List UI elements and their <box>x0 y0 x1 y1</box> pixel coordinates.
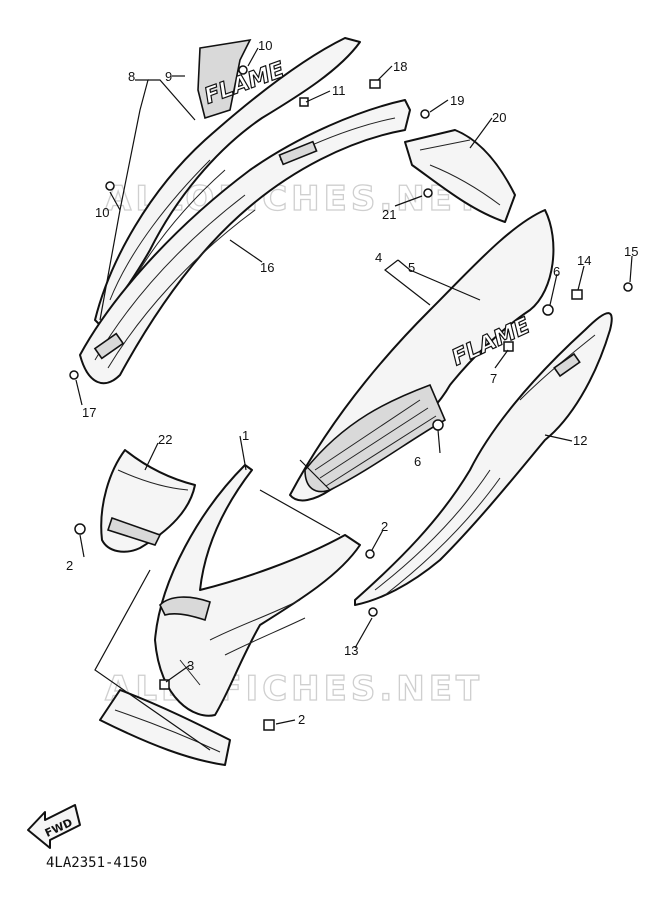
callout-2b: 2 <box>381 519 388 534</box>
callout-14: 14 <box>577 253 591 268</box>
callout-16: 16 <box>260 260 274 275</box>
nut-11 <box>299 97 309 107</box>
diagram-code: 4LA2351-4150 <box>46 855 147 871</box>
screw-17 <box>69 370 79 380</box>
left-side-cover <box>79 99 411 385</box>
callout-7: 7 <box>490 371 497 386</box>
clip-18 <box>369 79 381 89</box>
callout-15: 15 <box>624 244 638 259</box>
screw-2b <box>365 549 375 559</box>
callout-4: 4 <box>375 250 382 265</box>
callout-6b: 6 <box>414 454 421 469</box>
screw-21 <box>423 188 433 198</box>
right-side-cover <box>354 312 613 606</box>
callout-12: 12 <box>573 433 587 448</box>
callout-20: 20 <box>492 110 506 125</box>
callout-3: 3 <box>187 658 194 673</box>
fwd-arrow-icon <box>27 804 81 849</box>
callout-2a: 2 <box>66 558 73 573</box>
grommet-6b <box>432 419 444 431</box>
screw-10b <box>105 181 115 191</box>
callout-labels: 1 2 2 2 3 4 5 6 6 7 8 9 10 10 11 12 13 1… <box>66 38 638 727</box>
screw-2a <box>74 523 86 535</box>
screw-15 <box>623 282 633 292</box>
rear-trim-piece <box>404 129 516 223</box>
screw-10a <box>238 65 248 75</box>
front-floor-cover <box>154 464 361 717</box>
callout-21: 21 <box>382 207 396 222</box>
nut-7 <box>503 341 514 352</box>
callout-10a: 10 <box>258 38 272 53</box>
screw-19 <box>420 109 430 119</box>
callout-22: 22 <box>158 432 172 447</box>
callout-10b: 10 <box>95 205 109 220</box>
callout-6a: 6 <box>553 264 560 279</box>
callout-5: 5 <box>408 260 415 275</box>
callout-13: 13 <box>344 643 358 658</box>
nut-3 <box>159 679 170 690</box>
leader-lines <box>75 47 633 751</box>
callout-1: 1 <box>242 428 249 443</box>
callout-9: 9 <box>165 69 172 84</box>
callout-2c: 2 <box>298 712 305 727</box>
callout-11: 11 <box>332 83 346 98</box>
screw-2c <box>263 719 275 731</box>
inner-panel <box>100 449 196 553</box>
bottom-plate <box>99 689 231 766</box>
fasteners <box>69 65 633 731</box>
clip-14 <box>571 289 583 300</box>
callout-18: 18 <box>393 59 407 74</box>
screw-13 <box>368 607 378 617</box>
callout-17: 17 <box>82 405 96 420</box>
fwd-arrow: FWD <box>27 804 81 849</box>
callout-19: 19 <box>450 93 464 108</box>
grommet-6a <box>542 304 554 316</box>
callout-8: 8 <box>128 69 135 84</box>
